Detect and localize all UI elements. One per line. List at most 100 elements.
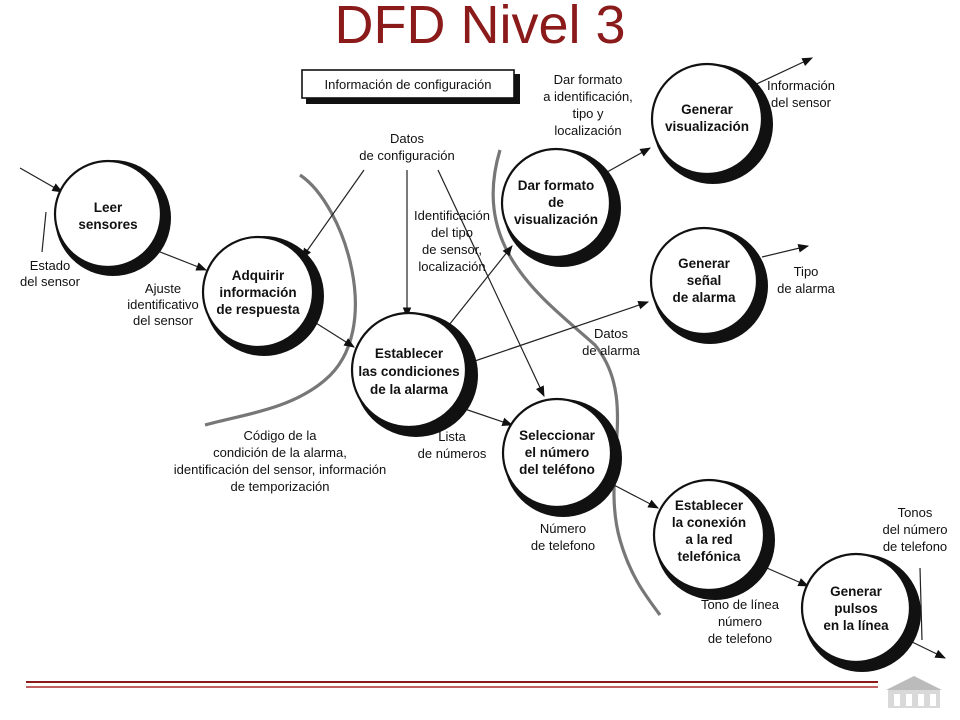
svg-text:Información: Información: [767, 78, 835, 93]
svg-text:de telefono: de telefono: [708, 631, 772, 646]
slide-title: DFD Nivel 3: [334, 0, 626, 55]
flow-formato-visualizacion: [599, 147, 651, 177]
config-data-store[interactable]: Información de configuración: [301, 69, 520, 104]
svg-text:de temporización: de temporización: [231, 479, 330, 494]
flow-label-tonos: Tonos del número de telefono: [882, 505, 947, 554]
svg-text:Ajuste: Ajuste: [145, 281, 181, 296]
process-establecer-conexion[interactable]: Establecer la conexión a la red telefóni…: [652, 478, 775, 600]
svg-text:Lista: Lista: [438, 429, 466, 444]
svg-text:del sensor: del sensor: [771, 95, 832, 110]
process-adquirir-informacion[interactable]: Adquirir información de respuesta: [201, 235, 324, 356]
formato-line-3: visualización: [514, 212, 598, 227]
data-flows: [19, 57, 946, 659]
adquirir-line-3: de respuesta: [216, 302, 300, 317]
svg-text:Número: Número: [540, 521, 586, 536]
flow-tipo-alarma-out: [761, 244, 810, 258]
flow-info-sensor-out: [747, 57, 813, 89]
establecer-line-2: las condiciones: [358, 364, 459, 379]
flow-estado-in: [19, 167, 63, 193]
svg-text:del sensor: del sensor: [20, 274, 81, 289]
conexion-line-2: la conexión: [672, 515, 746, 530]
svg-text:de telefono: de telefono: [531, 538, 595, 553]
svg-text:Identificación: Identificación: [414, 208, 490, 223]
flow-label-ajuste: Ajuste identificativo del sensor: [127, 281, 199, 328]
svg-text:del número: del número: [882, 522, 947, 537]
flow-label-lista: Lista de números: [418, 429, 487, 461]
svg-text:de números: de números: [418, 446, 487, 461]
svg-text:Datos: Datos: [390, 131, 424, 146]
process-leer-sensores[interactable]: Leer sensores: [53, 159, 171, 276]
adquirir-line-2: información: [219, 285, 296, 300]
flow-seleccionar-conexion: [611, 483, 659, 509]
svg-text:localización: localización: [418, 259, 485, 274]
flow-label-identificacion: Identificación del tipo de sensor, local…: [414, 208, 490, 274]
process-generar-senal-alarma[interactable]: Generar señal de alarma: [649, 226, 768, 344]
senal-line-1: Generar: [678, 256, 731, 271]
process-establecer-condiciones[interactable]: Establecer las condiciones de la alarma: [350, 311, 478, 437]
flow-label-datos-alarma: Datos de alarma: [582, 326, 641, 358]
svg-text:de telefono: de telefono: [883, 539, 947, 554]
formato-line-1: Dar formato: [518, 178, 595, 193]
pulsos-line-3: en la línea: [823, 618, 889, 633]
flow-tonos-out: [907, 639, 946, 659]
svg-text:número: número: [718, 614, 762, 629]
institution-logo-icon: [886, 676, 942, 708]
flow-label-dar-formato-id: Dar formato a identificación, tipo y loc…: [543, 72, 633, 138]
process-generar-pulsos[interactable]: Generar pulsos en la línea: [800, 552, 921, 672]
flow-tonos-leader: [919, 567, 923, 641]
flow-label-info-sensor: Información del sensor: [767, 78, 835, 110]
flow-estado-leader: [41, 211, 47, 253]
svg-text:del sensor: del sensor: [133, 313, 194, 328]
generar-vis-line-1: Generar: [681, 102, 734, 117]
svg-text:de sensor,: de sensor,: [422, 242, 482, 257]
flow-establecer-formato: [444, 245, 513, 331]
pulsos-line-2: pulsos: [834, 601, 878, 616]
footer-rule-top: [26, 681, 878, 683]
svg-text:Tonos: Tonos: [898, 505, 933, 520]
process-generar-visualizacion[interactable]: Generar visualización: [650, 62, 773, 184]
pulsos-line-1: Generar: [830, 584, 883, 599]
svg-text:Dar formato: Dar formato: [554, 72, 623, 87]
svg-text:tipo y: tipo y: [572, 106, 604, 121]
flow-label-estado-sensor: Estado del sensor: [20, 258, 81, 289]
svg-text:identificativo: identificativo: [127, 297, 199, 312]
formato-line-2: de: [548, 195, 564, 210]
establecer-line-3: de la alarma: [370, 382, 449, 397]
seleccionar-line-1: Seleccionar: [519, 428, 596, 443]
svg-text:localización: localización: [554, 123, 621, 138]
svg-text:Tipo: Tipo: [794, 264, 819, 279]
flow-establecer-senal: [465, 301, 650, 365]
flow-label-tono-linea: Tono de línea número de telefono: [701, 597, 780, 646]
flow-label-tipo-alarma: Tipo de alarma: [777, 264, 836, 296]
leer-line-1: Leer: [94, 200, 123, 215]
svg-text:del tipo: del tipo: [431, 225, 473, 240]
senal-line-2: señal: [687, 273, 722, 288]
leer-line-2: sensores: [78, 217, 137, 232]
seleccionar-line-3: del teléfono: [519, 462, 595, 477]
svg-text:de alarma: de alarma: [582, 343, 641, 358]
flow-config-seleccionar: [437, 169, 545, 397]
config-store-label: Información de configuración: [325, 77, 492, 92]
flow-label-numero-tel: Número de telefono: [531, 521, 595, 553]
flow-label-codigo: Código de la condición de la alarma, ide…: [174, 428, 386, 494]
svg-text:identificación del sensor, inf: identificación del sensor, información: [174, 462, 386, 477]
svg-text:de configuración: de configuración: [359, 148, 454, 163]
process-dar-formato-visualizacion[interactable]: Dar formato de visualización: [500, 147, 621, 267]
svg-text:condición de la alarma,: condición de la alarma,: [213, 445, 347, 460]
process-seleccionar-numero[interactable]: Seleccionar el número del teléfono: [501, 397, 622, 517]
svg-text:de alarma: de alarma: [777, 281, 836, 296]
flow-label-datos-config: Datos de configuración: [359, 131, 454, 163]
footer-rule-bottom: [26, 686, 878, 688]
svg-text:Datos: Datos: [594, 326, 628, 341]
svg-text:Código de la: Código de la: [244, 428, 318, 443]
flow-config-adquirir: [301, 169, 365, 259]
seleccionar-line-2: el número: [525, 445, 590, 460]
generar-vis-line-2: visualización: [665, 119, 749, 134]
svg-text:Tono de línea: Tono de línea: [701, 597, 780, 612]
adquirir-line-1: Adquirir: [232, 268, 285, 283]
svg-text:Estado: Estado: [30, 258, 70, 273]
conexion-line-3: a la red: [685, 532, 732, 547]
boundary-left: [204, 173, 357, 427]
senal-line-3: de alarma: [672, 290, 736, 305]
